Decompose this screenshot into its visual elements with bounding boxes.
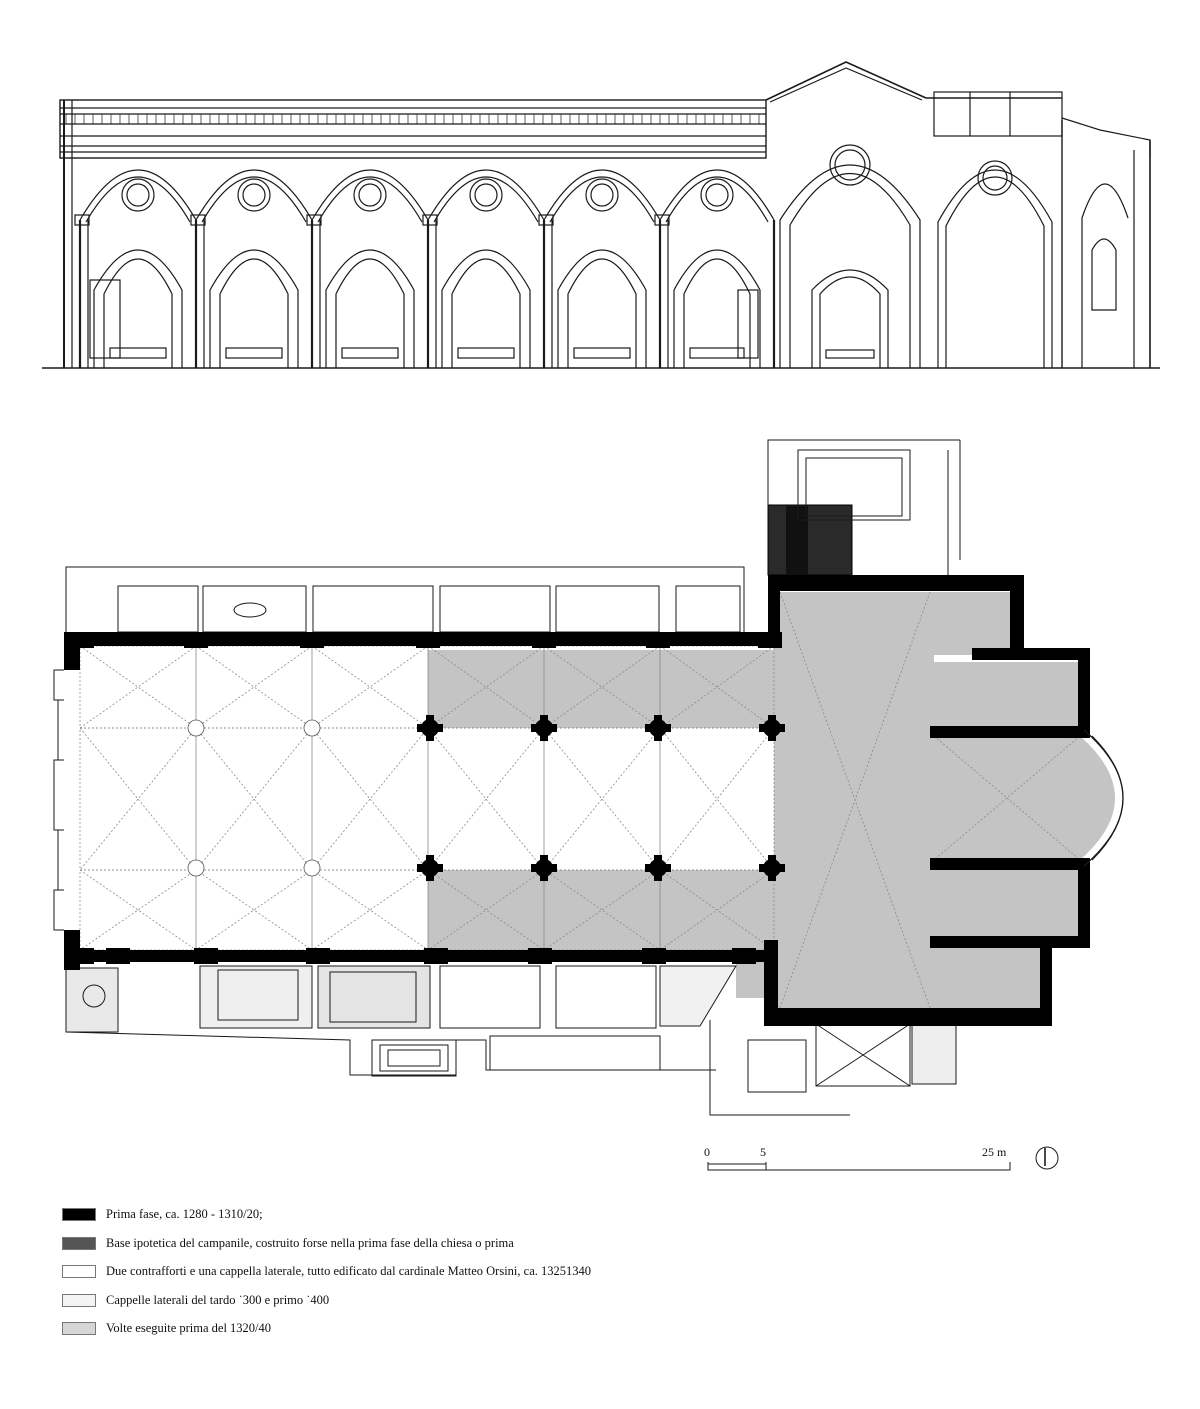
- legend-swatch: [62, 1322, 96, 1336]
- legend-label: Prima fase, ca. 1280 - 1310/20;: [106, 1207, 263, 1222]
- north-chapels: [65, 566, 745, 633]
- apse: [1083, 729, 1124, 867]
- legend: Prima fase, ca. 1280 - 1310/20; Base ipot…: [62, 1205, 1062, 1348]
- legend-label: Base ipotetica del campanile, costruito …: [106, 1235, 514, 1250]
- church-plan: [53, 439, 1124, 1116]
- north-arrow-icon: [1035, 1146, 1059, 1170]
- longitudinal-section: [42, 61, 1160, 369]
- nave-roof-truss: [59, 99, 767, 159]
- nave-piers: [70, 632, 785, 964]
- transept-arches: [779, 144, 1129, 368]
- legend-swatch: [62, 1208, 96, 1222]
- section-arcades: [74, 169, 776, 368]
- legend-label: Volte eseguite prima del 1320/40: [106, 1321, 272, 1336]
- legend-item: Prima fase, ca. 1280 - 1310/20;: [62, 1205, 1062, 1225]
- legend-label: Due contrafforti e una cappella laterale…: [106, 1264, 591, 1279]
- campanile-block: [767, 439, 961, 576]
- transept-gable: [765, 61, 1151, 368]
- legend-swatch: [62, 1293, 96, 1307]
- legend-item: Cappelle laterali del tardo ˙300 e primo…: [62, 1291, 1062, 1311]
- scale-label-25m: 25 m: [982, 1145, 1007, 1159]
- legend-item: Due contrafforti e una cappella laterale…: [62, 1262, 1062, 1282]
- legend-item: Base ipotetica del campanile, costruito …: [62, 1234, 1062, 1254]
- legend-item: Volte eseguite prima del 1320/40: [62, 1319, 1062, 1339]
- legend-swatch: [62, 1236, 96, 1250]
- scale-bar: [707, 1162, 1011, 1171]
- legend-swatch: [62, 1265, 96, 1279]
- west-facade: [53, 669, 64, 931]
- phase-one-walls: [64, 575, 1090, 1026]
- scale-label-five: 5: [760, 1145, 766, 1159]
- legend-label: Cappelle laterali del tardo ˙300 e primo…: [106, 1292, 330, 1307]
- vault-zones: [428, 592, 1115, 1008]
- scale-label-zero: 0: [704, 1145, 710, 1159]
